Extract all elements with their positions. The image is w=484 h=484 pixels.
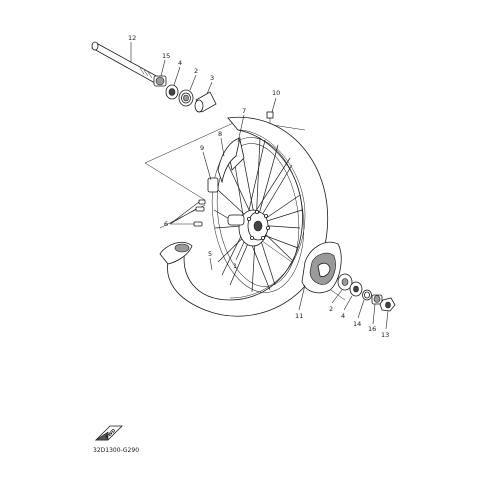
- label-7: 7: [242, 107, 246, 115]
- part-labels: 12 15 4 2 3 10 7 8 9 6 5 1 11 2 4 14 16 …: [128, 34, 389, 339]
- spoke-nipples: [193, 199, 206, 227]
- label-13: 13: [381, 331, 389, 339]
- spacer: [194, 91, 217, 113]
- label-6: 6: [164, 220, 168, 228]
- label-10: 10: [272, 89, 280, 97]
- label-11: 11: [295, 312, 303, 320]
- oil-seal-upper: [165, 84, 179, 100]
- circlip: [362, 289, 372, 301]
- label-15: 15: [162, 52, 170, 60]
- bearing-lower: [337, 273, 353, 291]
- wheel-hub: [227, 209, 270, 247]
- label-8: 8: [218, 130, 222, 138]
- wheel-rim: [211, 137, 305, 293]
- label-16: 16: [368, 325, 376, 333]
- oil-seal-left: [153, 75, 167, 87]
- inner-tube-end: [159, 241, 193, 265]
- leader-lines: [130, 42, 389, 330]
- label-4-lower: 4: [341, 312, 345, 320]
- label-9: 9: [200, 144, 204, 152]
- bearing-upper: [178, 89, 194, 107]
- label-2-lower: 2: [329, 305, 333, 313]
- axle-nut: [379, 297, 396, 312]
- front-axle: [91, 41, 161, 84]
- label-5: 5: [208, 250, 212, 258]
- label-12: 12: [128, 34, 136, 42]
- fwd-direction-badge: FWD: [95, 425, 123, 441]
- label-4-upper: 4: [178, 59, 182, 67]
- label-3: 3: [210, 74, 214, 82]
- label-2-upper: 2: [194, 67, 198, 75]
- catalog-code: 32D1300-G290: [93, 447, 139, 454]
- label-1: 1: [233, 262, 237, 270]
- label-14: 14: [353, 320, 361, 328]
- collar: [371, 294, 383, 305]
- oil-seal-lower: [349, 281, 363, 297]
- disc-cover: [301, 241, 342, 294]
- rim-band-piece: [207, 177, 219, 193]
